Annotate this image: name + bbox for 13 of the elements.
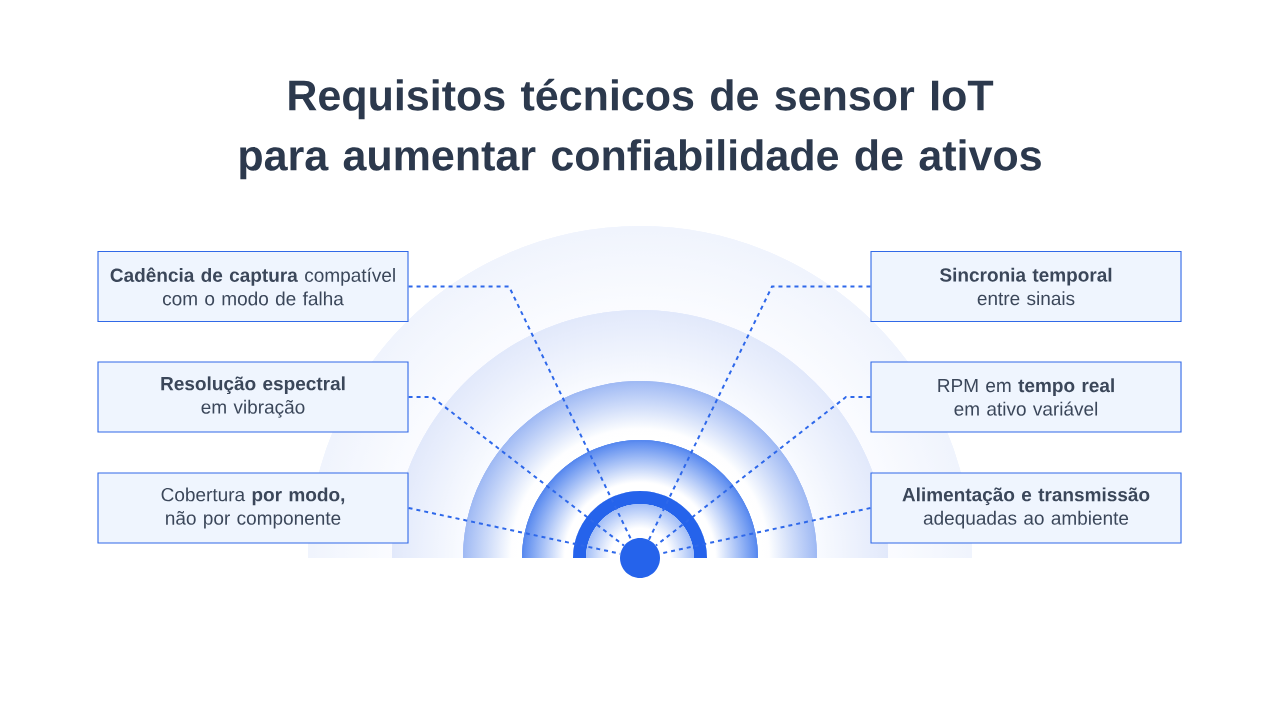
requirement-box: Resolução espectral em vibração — [97, 361, 409, 433]
connector-line — [655, 396, 872, 547]
connector-line — [407, 396, 625, 547]
requirement-box: Sincronia temporal entre sinais — [870, 250, 1182, 323]
connector-line — [647, 285, 872, 541]
requirement-box: Cobertura por modo, não por componente — [97, 472, 409, 544]
connector-line — [407, 285, 633, 541]
requirement-box: RPM em tempo real em ativo variável — [870, 361, 1182, 433]
title: Requisitos técnicos de sensor IoT para aumentar confiabilidade de ativos — [240, 78, 1041, 180]
requirement-box: Alimentação e transmissão adequadas ao ambiente — [870, 472, 1182, 544]
requirement-box: Cadência de captura compatível com o modo de falha — [97, 250, 409, 323]
center-dot — [620, 538, 660, 578]
connector-line — [407, 507, 622, 555]
